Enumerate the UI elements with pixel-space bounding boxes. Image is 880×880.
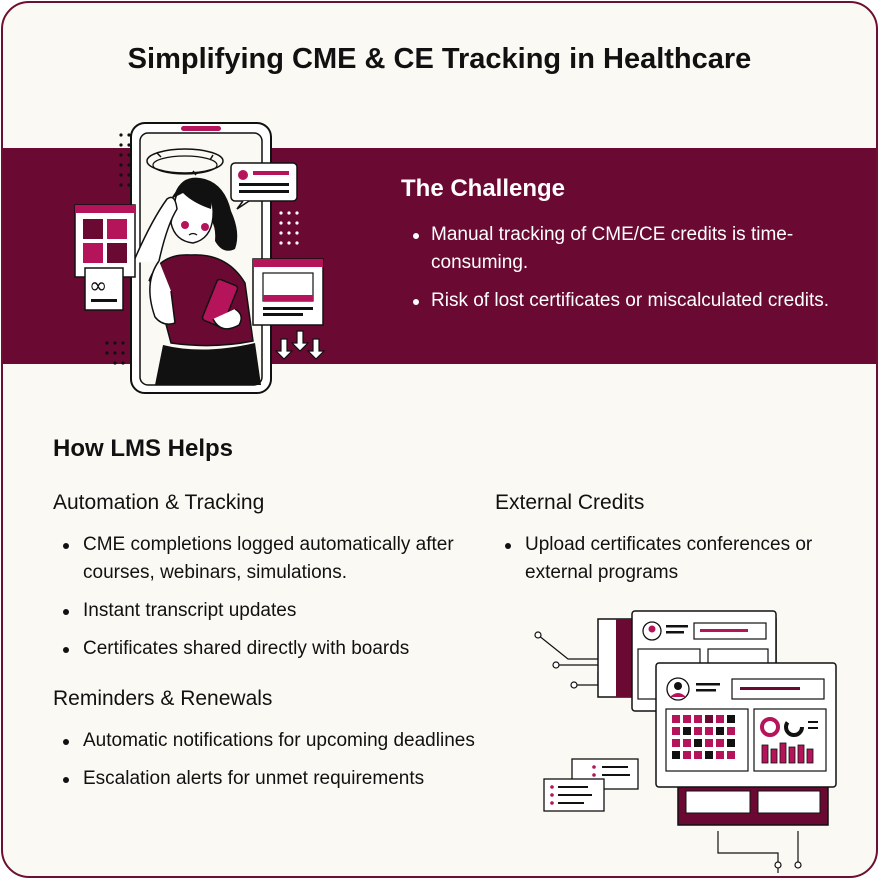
challenge-heading: The Challenge	[401, 175, 566, 202]
reminders-item: Automatic notifications for upcoming dea…	[53, 727, 483, 755]
external-credits-item: Upload certificates conferences or exter…	[495, 531, 840, 587]
automation-item: CME completions logged automatically aft…	[53, 531, 473, 587]
stressed-person-illustration: ∞	[74, 122, 326, 394]
external-credits-heading: External Credits	[495, 491, 645, 514]
automation-heading: Automation & Tracking	[53, 491, 265, 514]
automation-list: CME completions logged automatically aft…	[53, 531, 473, 673]
how-lms-helps-heading: How LMS Helps	[53, 435, 234, 462]
automation-item: Instant transcript updates	[53, 597, 473, 625]
reminders-item: Escalation alerts for unmet requirements	[53, 765, 483, 793]
dashboard-illustration	[534, 610, 837, 873]
reminders-heading: Reminders & Renewals	[53, 687, 273, 710]
external-credits-list: Upload certificates conferences or exter…	[495, 531, 840, 597]
page-title: Simplifying CME & CE Tracking in Healthc…	[127, 43, 752, 75]
reminders-list: Automatic notifications for upcoming dea…	[53, 727, 483, 803]
svg-text:∞: ∞	[89, 274, 107, 299]
automation-item: Certificates shared directly with boards	[53, 635, 473, 663]
challenge-list: Manual tracking of CME/CE credits is tim…	[411, 221, 831, 325]
challenge-item: Manual tracking of CME/CE credits is tim…	[411, 221, 831, 277]
challenge-item: Risk of lost certificates or miscalculat…	[411, 287, 831, 315]
